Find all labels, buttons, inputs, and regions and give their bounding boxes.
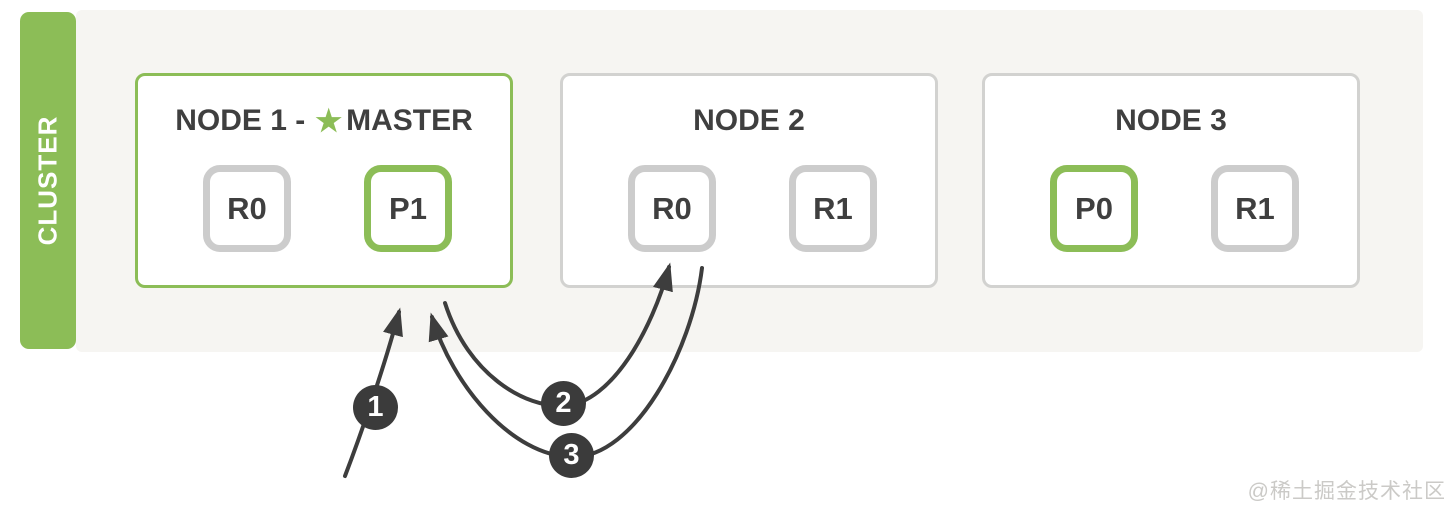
watermark: @稀土掘金技术社区 xyxy=(1247,480,1446,503)
node-3-title: NODE 3 xyxy=(1115,104,1227,137)
shard-label: P0 xyxy=(1075,190,1113,226)
step-badge-1: 1 xyxy=(353,385,398,430)
node-2-shard-r0: R0 xyxy=(628,165,716,252)
cluster-label: CLUSTER xyxy=(32,115,63,246)
node-1-shard-r0: R0 xyxy=(203,165,291,252)
node-1-shard-p1: P1 xyxy=(364,165,452,252)
node-3-shard-r1: R1 xyxy=(1211,165,1299,252)
shard-label: R1 xyxy=(813,190,853,226)
node-1-title: NODE 1 - ★MASTER xyxy=(138,104,510,139)
node-3-box: NODE 3 P0 R1 xyxy=(982,73,1360,288)
node-2-shard-r1: R1 xyxy=(789,165,877,252)
node-3-shard-p0: P0 xyxy=(1050,165,1138,252)
node-1-title-text: NODE 1 - xyxy=(175,104,306,137)
cluster-tab: CLUSTER xyxy=(20,12,76,349)
master-star-icon: ★ xyxy=(315,105,343,138)
node-1-master-label: MASTER xyxy=(346,104,473,137)
shard-label: R0 xyxy=(652,190,692,226)
shard-label: R0 xyxy=(227,190,267,226)
node-1-box: NODE 1 - ★MASTER R0 P1 xyxy=(135,73,513,288)
node-2-box: NODE 2 R0 R1 xyxy=(560,73,938,288)
step-badge-3: 3 xyxy=(549,433,594,478)
node-2-title: NODE 2 xyxy=(693,104,805,137)
step-badge-2: 2 xyxy=(541,381,586,426)
shard-label: P1 xyxy=(389,190,427,226)
shard-label: R1 xyxy=(1235,190,1275,226)
